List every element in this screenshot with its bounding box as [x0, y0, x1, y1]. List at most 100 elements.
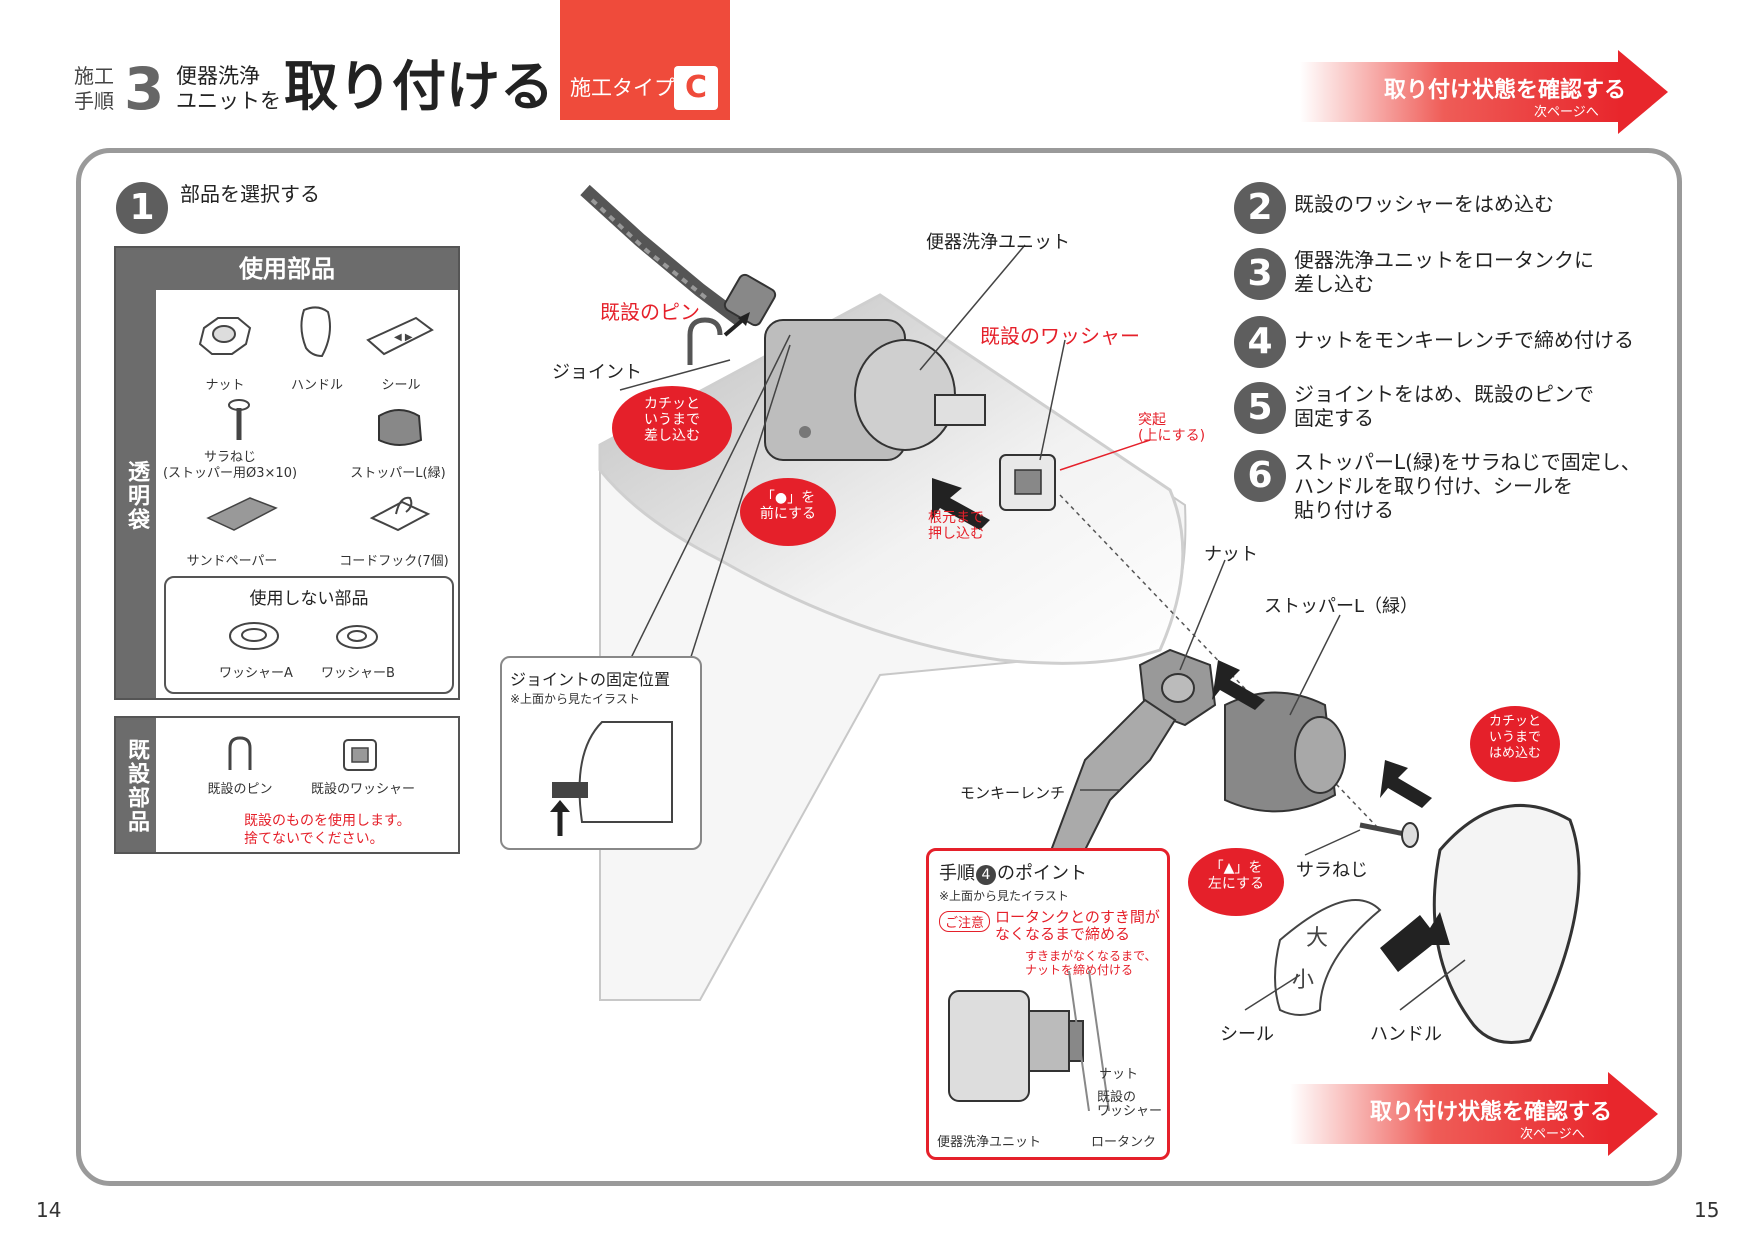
label-bump-1: 突起 [1138, 412, 1166, 428]
step1-text: 部品を選択する [180, 182, 320, 206]
header-unit-line2: ユニットを [176, 89, 281, 113]
next-page-arrow-bottom[interactable]: 取り付け状態を確認する 次ページへ [1290, 1072, 1660, 1156]
point-label-nut: ナット [1099, 1067, 1139, 1082]
callout-click-insert: カチッと いうまで 差し込む [612, 386, 732, 470]
parts-box: 使用部品 透明袋 ◀ ▶ ナット ハンドル シール サラねじ (ストッパー用Ø3… [114, 246, 460, 700]
point-inset-note: ※上面から見たイラスト [939, 889, 1069, 903]
next-page-sub-bottom: 次ページへ [1520, 1127, 1585, 1142]
label-screw: サラねじ [1296, 860, 1368, 881]
label-seal: シール [1220, 1024, 1274, 1045]
step4-number: 4 [1234, 316, 1286, 368]
point-washer-1: 既設の [1097, 1090, 1137, 1105]
part-label-existing-pin: 既設のピン [207, 782, 273, 797]
caution-sub: すきまがなくなるまで、 ナットを締め付ける [1025, 949, 1157, 977]
label-stopper: ストッパーL（緑） [1264, 596, 1419, 617]
existing-washer-icon [343, 739, 377, 771]
label-push-1: 根元まで [928, 510, 984, 526]
step2-number: 2 [1234, 182, 1286, 234]
linkage-rod [580, 184, 745, 326]
point-washer-2: ワッシャー [1097, 1104, 1163, 1119]
callout-click-3: 差し込む [644, 428, 700, 444]
step4-line1: ナットをモンキーレンチで締め付ける [1294, 328, 1634, 352]
callout-triangle-left: 「▲」を 左にする [1188, 848, 1284, 916]
part-label-washer-a: ワッシャーA [219, 666, 293, 681]
caution-sub-2: ナットを締め付ける [1025, 963, 1134, 977]
label-wrench: モンキーレンチ [960, 784, 1066, 802]
point-title-pre: 手順 [939, 863, 975, 884]
callout-tri-1: 「▲」を [1209, 860, 1263, 876]
part-label-cord-hook: コードフック(7個) [339, 554, 449, 569]
existing-label: 既設部品 [124, 738, 149, 834]
unused-parts-title: 使用しない部品 [249, 589, 369, 609]
point-title-num: 4 [976, 865, 996, 885]
step6-line3: 貼り付ける [1294, 498, 1394, 522]
step3-line1: 便器洗浄ユニットをロータンクに [1294, 248, 1594, 272]
joint-inset-title: ジョイントの固定位置 [510, 670, 671, 689]
next-page-main-bottom: 取り付け状態を確認する [1370, 1100, 1613, 1125]
step6-number: 6 [1234, 450, 1286, 502]
step6-line1: ストッパーL(緑)をサラねじで固定し、 [1294, 450, 1641, 474]
nut-icon [198, 317, 252, 355]
part-label-screw-spec: (ストッパー用Ø3×10) [162, 466, 298, 481]
existing-pin-part [687, 317, 723, 365]
arrow-bar [1300, 62, 1620, 122]
joint-inset-note: ※上面から見たイラスト [510, 692, 640, 706]
part-label-existing-washer: 既設のワッシャー [310, 782, 415, 797]
label-joint: ジョイント [552, 362, 642, 383]
nut-part [1138, 648, 1217, 727]
construction-type-box: 施工タイプ C [560, 0, 730, 120]
handle-icon [300, 306, 331, 358]
arrow-bar-bottom [1290, 1084, 1610, 1144]
part-label-screw: サラねじ [203, 450, 256, 465]
washer-b-icon [336, 625, 378, 649]
cord-hook-icon [369, 496, 431, 532]
label-bump-2: (上にする) [1138, 428, 1206, 444]
header-unit-line1: 便器洗浄 [176, 64, 260, 88]
seal-icon: ◀ ▶ [366, 316, 434, 356]
push-arrow-icon [932, 478, 990, 530]
arrow-handle-icon [1380, 912, 1450, 972]
header-label-top: 施工 [74, 64, 114, 88]
caution-text: ロータンクとのすき間が なくなるまで締める [995, 909, 1160, 943]
next-page-arrow-top[interactable]: 取り付け状態を確認する 次ページへ [1300, 50, 1670, 134]
step1-number: 1 [116, 182, 168, 234]
header-step-number: 3 [124, 55, 165, 123]
screw-icon [228, 399, 250, 440]
type-label: 施工タイプ [570, 76, 675, 100]
parts-header: 使用部品 [116, 248, 458, 290]
joint-position-inset: ジョイントの固定位置 ※上面から見たイラスト [500, 656, 702, 850]
label-nut: ナット [1204, 544, 1258, 565]
stopper-icon [378, 409, 423, 446]
callout-fit-1: カチッと [1488, 714, 1541, 729]
seal-big-mark: 大 [1306, 926, 1329, 951]
sandpaper-icon [206, 497, 278, 531]
callout-dot-1: 「●」を [760, 490, 816, 506]
label-bump: 突起 (上にする) [1138, 412, 1205, 444]
callout-tri-2: 左にする [1207, 876, 1265, 892]
point-label-washer: 既設の ワッシャー [1097, 1091, 1162, 1119]
arrow-stopper-icon [1380, 760, 1432, 808]
existing-parts-box: 既設部品 既設のピン 既設のワッシャー 既設のものを使用します。 捨てないでくだ… [114, 716, 460, 854]
part-label-handle: ハンドル [290, 378, 343, 393]
bag-label: 透明袋 [124, 460, 149, 532]
tank-lid [598, 293, 1185, 665]
existing-note-2: 捨てないでください。 [244, 831, 384, 847]
callout-fit-2: いうまで [1488, 730, 1541, 745]
next-page-main-top: 取り付け状態を確認する [1384, 78, 1627, 103]
arrow-head-icon [1618, 50, 1668, 134]
callout-click-2: いうまで [644, 412, 700, 428]
label-existing-pin: 既設のピン [600, 300, 700, 324]
tightening-topview-icon [948, 971, 1110, 1111]
label-push: 根元まで 押し込む [928, 510, 984, 542]
label-flush-unit: 便器洗浄ユニット [926, 232, 1070, 253]
stopper-part [1224, 691, 1346, 813]
content-frame [76, 148, 1682, 1186]
callout-click-1: カチッと [644, 396, 700, 412]
flush-unit-part [764, 319, 986, 461]
page-number-left: 14 [36, 1198, 62, 1222]
part-label-nut: ナット [205, 378, 245, 393]
callout-dot-front: 「●」を 前にする [740, 478, 836, 546]
step5-line1: ジョイントをはめ、既設のピンで [1294, 382, 1594, 406]
